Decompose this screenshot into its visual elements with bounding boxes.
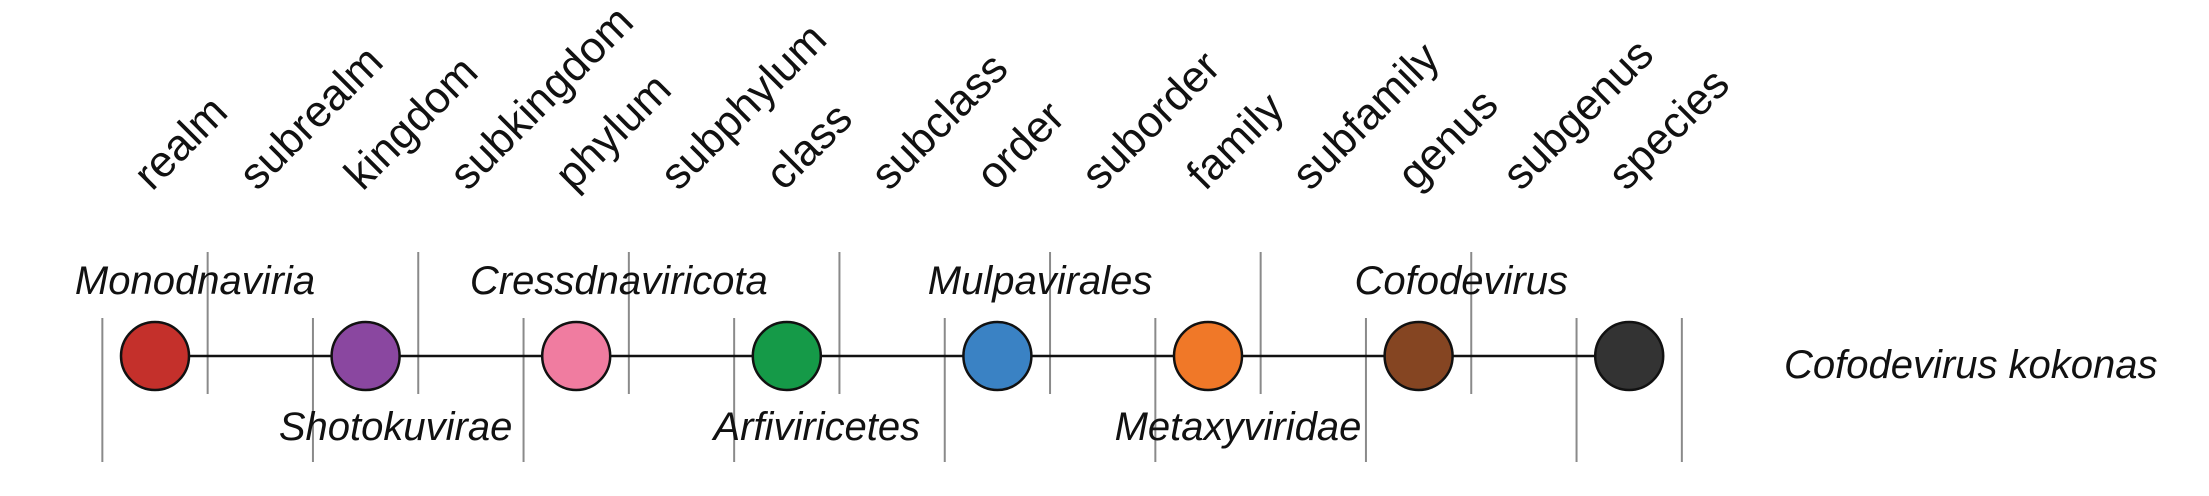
lineage-node-species [1593, 320, 1665, 392]
lineage-node-class [751, 320, 823, 392]
rank-label-realm: realm [124, 87, 236, 199]
taxon-label-order: Mulpavirales [928, 259, 1153, 303]
lineage-node-genus [1383, 320, 1454, 392]
rank-separators [101, 252, 1683, 462]
lineage-node-family [1172, 320, 1244, 392]
lineage-nodes [119, 320, 1665, 392]
lineage-node-order [962, 320, 1033, 392]
lineage-node-realm [119, 320, 191, 392]
taxon-label-class: Arfiviricetes [711, 405, 920, 449]
taxon-label-genus: Cofodevirus [1355, 259, 1568, 303]
lineage-node-phylum [540, 320, 612, 392]
species-name: Cofodevirus kokonas [1784, 343, 2158, 387]
rank-labels: realmsubrealmkingdomsubkingdomphylumsubp… [124, 0, 1738, 199]
taxon-label-realm: Monodnaviria [75, 259, 315, 303]
taxon-label-kingdom: Shotokuvirae [279, 405, 512, 449]
lineage-node-kingdom [330, 320, 401, 392]
taxon-label-family: Metaxyviridae [1115, 405, 1362, 449]
taxon-label-phylum: Cressdnaviricota [470, 259, 768, 303]
